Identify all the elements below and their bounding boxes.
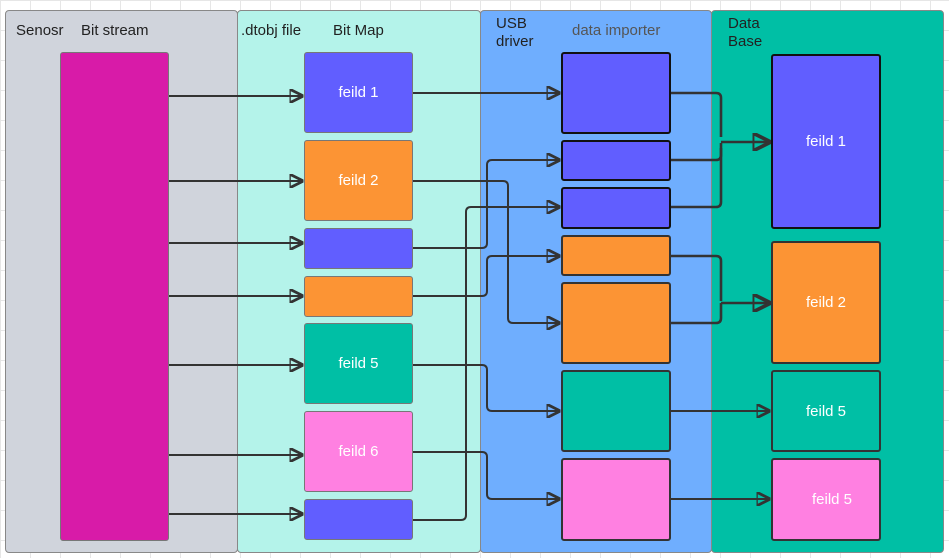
bitmap-field-1-label: feild 1 (338, 84, 379, 101)
bitmap-field-5: feild 5 (304, 323, 413, 404)
db-lane-title: Data Base (728, 15, 763, 50)
importer-field-5 (561, 282, 671, 364)
database-field-5: feild 5 (771, 370, 881, 452)
importer-field-2 (561, 140, 671, 181)
bitmap-field-3 (304, 228, 413, 269)
bitmap-field-4 (304, 276, 413, 317)
sensor-lane-title: Senosr (16, 22, 64, 39)
importer-field-6 (561, 370, 671, 452)
usb-lane-subtitle: data importer (572, 22, 661, 39)
database-field-6: feild 5 (771, 458, 881, 541)
bitmap-field-1: feild 1 (304, 52, 413, 133)
bitmap-field-2: feild 2 (304, 140, 413, 221)
database-field-5-label: feild 5 (805, 402, 847, 420)
importer-field-7 (561, 458, 671, 541)
database-field-2: feild 2 (771, 241, 881, 364)
bitmap-field-6: feild 6 (304, 411, 413, 492)
file-lane-subtitle: Bit Map (333, 22, 384, 39)
bitmap-field-7 (304, 499, 413, 540)
database-field-6-label: feild 5 (811, 491, 853, 508)
database-field-1-label: feild 1 (805, 133, 847, 150)
database-field-2-label: feild 2 (805, 294, 847, 311)
file-lane-title: .dtobj file (241, 22, 302, 39)
bit-stream-block (60, 52, 169, 541)
bitmap-field-6-label: feild 6 (338, 443, 379, 460)
bitmap-field-5-label: feild 5 (338, 355, 379, 372)
bitmap-field-2-label: feild 2 (338, 172, 379, 189)
importer-field-4 (561, 235, 671, 276)
usb-lane-title: USB driver (496, 15, 534, 50)
importer-field-1 (561, 52, 671, 134)
database-field-1: feild 1 (771, 54, 881, 229)
sensor-lane-subtitle: Bit stream (81, 22, 149, 39)
importer-field-3 (561, 187, 671, 229)
